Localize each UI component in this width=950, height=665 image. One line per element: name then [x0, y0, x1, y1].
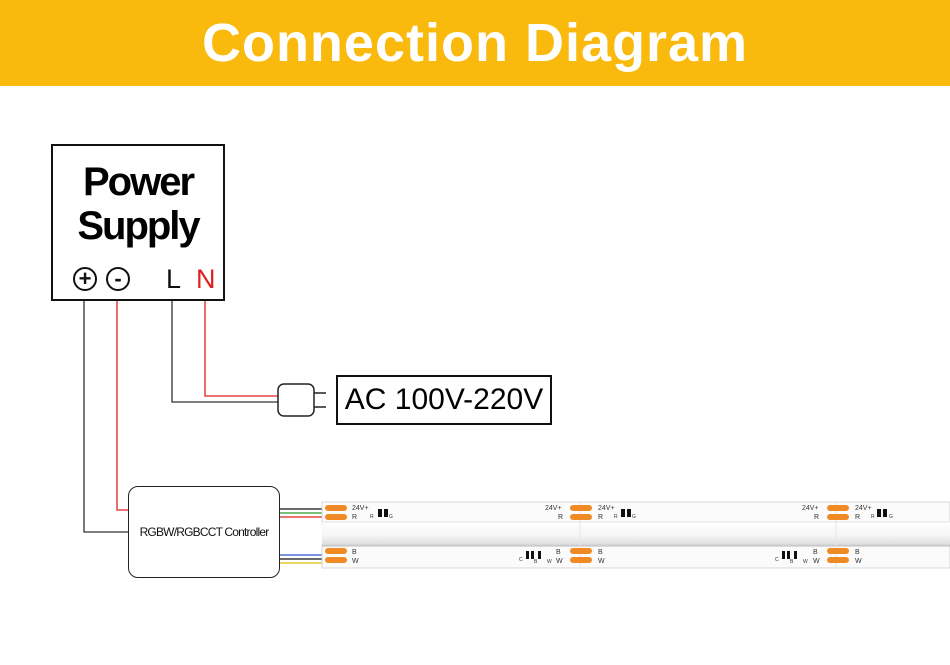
chip-label-r: R — [614, 514, 618, 520]
upper-strip-wires — [280, 508, 322, 518]
page-title: Connection Diagram — [201, 13, 749, 73]
ac-input-label: AC 100V-220V — [344, 383, 544, 416]
neutral-terminal-label: N — [196, 264, 216, 294]
strip-label-24v: 24V+ — [855, 505, 872, 512]
chip-label-b: B — [534, 559, 538, 565]
power-supply-box: Power Supply + - L N — [51, 144, 225, 301]
strip-label-24v: 24V+ — [545, 505, 562, 512]
strip-label-r: R — [598, 514, 603, 521]
led-strip-lower — [321, 544, 950, 569]
strip-label-w: W — [352, 558, 359, 565]
strip-label-b: B — [556, 549, 561, 556]
live-terminal-label: L — [166, 264, 182, 294]
strip-label-24v: 24V+ — [352, 505, 369, 512]
strip-label-b: B — [813, 549, 818, 556]
ac-input-box: AC 100V-220V — [336, 375, 552, 425]
strip-label-w: W — [556, 558, 563, 565]
strip-label-w: W — [813, 558, 820, 565]
chip-label-g: G — [889, 514, 893, 520]
chip-label-r: R — [370, 514, 374, 520]
strip-label-r: R — [855, 514, 860, 521]
strip-label-r: R — [352, 514, 357, 521]
upper-solder-pads — [325, 505, 849, 520]
controller-box: RGBW/RGBCCT Controller — [128, 486, 280, 578]
lower-solder-pads — [325, 548, 849, 563]
negative-wire — [116, 292, 129, 511]
power-supply-title-line2: Supply — [77, 204, 200, 248]
chip-label-b: B — [790, 559, 794, 565]
chip-label-g: G — [632, 514, 636, 520]
strip-label-w: W — [855, 558, 862, 565]
strip-label-b: B — [598, 549, 603, 556]
strip-label-r: R — [558, 514, 563, 521]
header-banner: Connection Diagram — [0, 0, 950, 86]
positive-terminal-icon: + — [73, 267, 97, 291]
upper-strip-labels: 24V+ R R G 24V+ R 24V+ R R G 24V+ R 24V+… — [352, 505, 893, 521]
lower-strip-wires — [280, 554, 322, 564]
strip-label-r: R — [814, 514, 819, 521]
strip-label-w: W — [598, 558, 605, 565]
strip-label-24v: 24V+ — [598, 505, 615, 512]
upper-chip-components — [378, 509, 887, 517]
positive-wire — [83, 292, 129, 533]
chip-label-c: C — [519, 557, 523, 563]
chip-label-w: W — [803, 559, 808, 565]
negative-terminal-icon: - — [106, 267, 130, 291]
lower-strip-labels: B W C B W B W B W C B W B W B W — [352, 549, 862, 565]
ac-plug-icon — [277, 383, 326, 417]
power-supply-title: Power Supply — [53, 160, 223, 248]
power-supply-title-line1: Power — [82, 160, 195, 204]
strip-label-24v: 24V+ — [802, 505, 819, 512]
chip-label-c: C — [775, 557, 779, 563]
chip-label-r: R — [871, 514, 875, 520]
live-wire — [171, 292, 280, 403]
lower-chip-components — [526, 551, 797, 559]
strip-label-b: B — [352, 549, 357, 556]
neutral-wire — [204, 292, 280, 397]
controller-label: RGBW/RGBCCT Controller — [139, 525, 270, 539]
chip-label-w: W — [547, 559, 552, 565]
strip-label-b: B — [855, 549, 860, 556]
chip-label-g: G — [389, 514, 393, 520]
led-strip-cover — [322, 522, 950, 546]
